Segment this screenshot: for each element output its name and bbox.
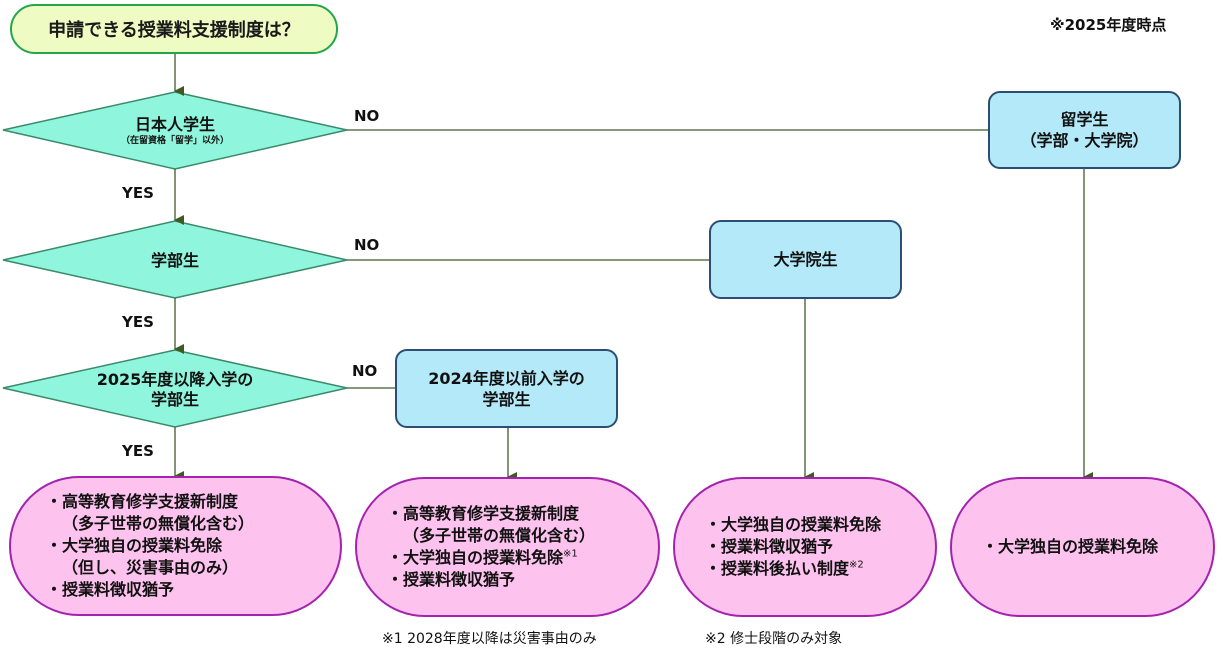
result-item: ・授業料徴収猶予 [46, 579, 340, 601]
result-item-text: ・授業料徴収猶予 [705, 537, 834, 556]
result-item: （多子世帯の無償化含む） [46, 513, 340, 535]
result-item: ・高等教育修学支援新制度 [46, 491, 340, 513]
box-pre2024-undergrad: 2024年度以前入学の 学部生 [395, 349, 618, 428]
decision-undergrad: 学部生 [60, 248, 290, 274]
result-international: ・大学独自の授業料免除 [950, 477, 1215, 617]
result-item-text: ・大学独自の授業料免除 [387, 548, 564, 567]
result-item-text: （多子世帯の無償化含む） [403, 526, 596, 545]
result-item-text: ・大学独自の授業料免除 [46, 536, 223, 555]
start-label: 申請できる授業料支援制度は？ [48, 20, 300, 41]
as-of-note: ※2025年度時点 [1050, 16, 1167, 34]
result-item-text: ・授業料後払い制度 [705, 559, 850, 578]
result-item: ・高等教育修学支援新制度 [387, 503, 658, 525]
result-item: ・大学独自の授業料免除 [982, 536, 1213, 558]
yes-label-japanese: YES [122, 184, 154, 202]
yes-label-undergrad: YES [122, 313, 154, 331]
decision-enrolled2025: 2025年度以降入学の 学部生 [50, 368, 300, 412]
footnote-marker: ※1 [563, 548, 578, 560]
result-item: ・授業料徴収猶予 [387, 569, 658, 591]
decision-enrolled2025-label2: 学部生 [150, 390, 199, 409]
result-item-text: （但し、災害事由のみ） [62, 558, 239, 577]
result-item-text: （多子世帯の無償化含む） [62, 514, 255, 533]
result-item-text: ・大学独自の授業料免除 [705, 515, 882, 534]
result-pre2024-undergrad: ・高等教育修学支援新制度（多子世帯の無償化含む）・大学独自の授業料免除※1・授業… [355, 477, 660, 617]
box-graduate-student: 大学院生 [709, 220, 902, 299]
box-grad-line1: 大学院生 [773, 250, 838, 269]
decision-japanese-sublabel: （在留資格「留学」以外） [120, 136, 229, 146]
result-item: ・大学独自の授業料免除※1 [387, 547, 658, 569]
box-pre2024-line1: 2024年度以前入学の [428, 368, 585, 388]
footnote-marker: ※2 [849, 559, 864, 571]
result-graduate: ・大学独自の授業料免除・授業料徴収猶予・授業料後払い制度※2 [673, 477, 937, 617]
box-pre2024-line2: 学部生 [482, 389, 531, 409]
result-item-text: ・高等教育修学支援新制度 [387, 504, 580, 523]
decision-undergrad-label: 学部生 [150, 251, 199, 270]
box-intl-line1: 留学生 [1060, 110, 1109, 129]
no-label-japanese: NO [354, 107, 380, 125]
result-item-text: ・大学独自の授業料免除 [982, 537, 1159, 556]
box-international-student: 留学生 （学部・大学院） [988, 91, 1181, 169]
result-item: ・大学独自の授業料免除 [46, 535, 340, 557]
no-label-undergrad: NO [354, 236, 380, 254]
decision-japanese-label: 日本人学生 [134, 115, 215, 134]
result-item: ・授業料後払い制度※2 [705, 558, 935, 580]
decision-enrolled2025-label: 2025年度以降入学の [96, 370, 254, 389]
result-item-text: ・授業料徴収猶予 [387, 570, 516, 589]
result-item-text: ・授業料徴収猶予 [46, 580, 175, 599]
no-label-enrolled2025: NO [352, 362, 378, 380]
footnote-2: ※2 修士段階のみ対象 [705, 631, 843, 647]
footnote-1: ※1 2028年度以降は災害事由のみ [382, 631, 597, 647]
decision-japanese: 日本人学生 （在留資格「留学」以外） [60, 108, 290, 154]
start-node: 申請できる授業料支援制度は？ [10, 4, 338, 54]
result-item-text: ・高等教育修学支援新制度 [46, 492, 239, 511]
box-intl-line2: （学部・大学院） [1020, 131, 1149, 150]
result-item: ・大学独自の授業料免除 [705, 514, 935, 536]
result-2025-undergrad: ・高等教育修学支援新制度 （多子世帯の無償化含む） ・大学独自の授業料免除 （但し、災… [9, 476, 342, 616]
yes-label-enrolled2025: YES [122, 442, 154, 460]
result-item: ・授業料徴収猶予 [705, 536, 935, 558]
result-item: （但し、災害事由のみ） [46, 557, 340, 579]
result-item: （多子世帯の無償化含む） [387, 525, 658, 547]
